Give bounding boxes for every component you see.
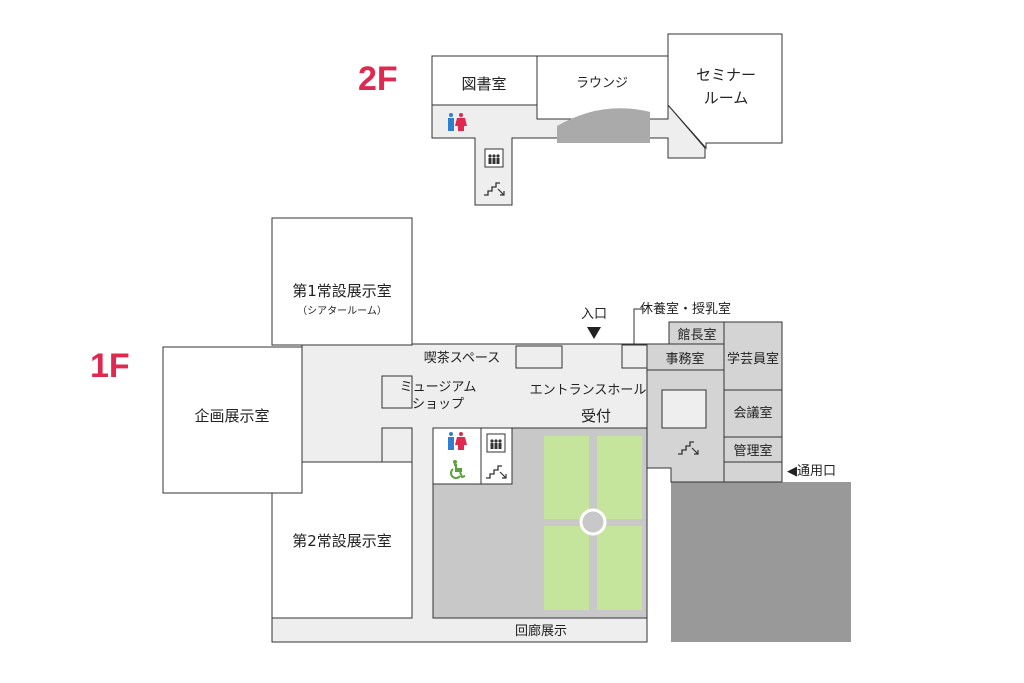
elevator-icon xyxy=(484,148,504,168)
f1-lawn-center xyxy=(579,508,607,536)
f1-label-permanent1: 第1常設展示室 xyxy=(292,282,392,300)
f1-label-cafe: 喫茶スペース xyxy=(424,350,500,366)
f1-room-permanent1[interactable] xyxy=(271,217,413,346)
f1-room-special[interactable] xyxy=(162,346,303,494)
f2-label-library: 図書室 xyxy=(461,75,506,93)
floor-2f-label: 2F xyxy=(358,60,398,98)
f1-label-permanent2: 第2常設展示室 xyxy=(292,532,392,550)
stairs-icon xyxy=(484,182,505,196)
f1-label-permanent1-sub: （シアタールーム） xyxy=(297,305,387,317)
f1-nursing-room[interactable] xyxy=(621,344,648,369)
stairs-icon xyxy=(678,441,699,455)
f1-label-shop-2: ショップ xyxy=(412,397,464,412)
f2-room-seminar[interactable] xyxy=(667,33,783,150)
restroom-icon xyxy=(448,432,467,450)
f1-label-office: 事務室 xyxy=(665,351,704,367)
f1-office-wing xyxy=(646,321,783,483)
f1-label-director: 館長室 xyxy=(677,327,716,343)
floor-2f: 2F 図書室 ラウンジ セミナー ルーム xyxy=(358,33,783,206)
entrance-arrow-icon xyxy=(587,327,601,339)
f1-label-hall: エントランスホール xyxy=(530,383,647,398)
f1-label-nursing: 休養室・授乳室 xyxy=(640,301,731,317)
f2-label-lounge: ラウンジ xyxy=(576,76,628,91)
f1-label-curator: 学芸員室 xyxy=(727,351,779,367)
f2-room-library[interactable] xyxy=(431,55,538,106)
f1-label-corridor: 回廊展示 xyxy=(515,623,567,639)
f1-room-shop[interactable] xyxy=(381,375,413,409)
f1-lawn-2 xyxy=(597,436,642,519)
f1-label-entrance: 入口 xyxy=(581,307,607,322)
nursing-leader-line xyxy=(633,308,645,345)
f1-label-shop-1: ミュージアム xyxy=(400,380,477,395)
f1-lawn-3 xyxy=(544,526,589,610)
f1-cafe-counter xyxy=(515,345,563,369)
f1-label-reception: 受付 xyxy=(581,407,611,425)
f2-room-lounge[interactable] xyxy=(536,55,669,120)
f1-hall-kiosk xyxy=(661,389,707,429)
floor-1f: 1F 第1常設展示室 （シアタールーム） xyxy=(90,217,851,643)
f2-label-seminar-2: ルーム xyxy=(704,89,749,107)
f1-label-service-entrance: ◀通用口 xyxy=(787,464,836,479)
f1-label-special: 企画展示室 xyxy=(194,407,269,425)
f1-label-management: 管理室 xyxy=(733,443,772,459)
f1-label-meeting: 会議室 xyxy=(733,405,772,421)
restroom-icon xyxy=(448,113,467,131)
f1-lawn-1 xyxy=(544,436,589,519)
stairs-icon xyxy=(486,465,507,479)
f2-label-seminar-1: セミナー xyxy=(696,66,756,84)
floor-1f-label: 1F xyxy=(90,347,130,385)
f1-service-block xyxy=(671,482,851,642)
f1-room-shop-2 xyxy=(381,427,413,463)
f2-lounge-seating xyxy=(557,108,650,143)
accessible-restroom-icon xyxy=(450,460,466,479)
elevator-icon xyxy=(486,433,506,453)
f1-lawn-4 xyxy=(597,526,642,610)
